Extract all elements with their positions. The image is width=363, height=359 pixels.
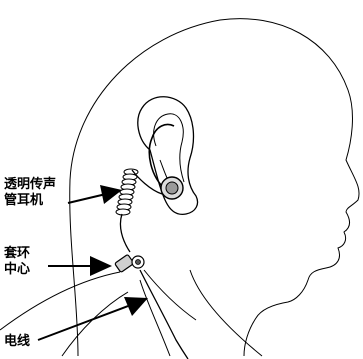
label-ring-center: 套环 中心 <box>4 246 30 278</box>
neck-front-line <box>190 270 262 356</box>
earbud-inner <box>166 182 178 194</box>
label-cable-line1: 电线 <box>4 334 30 350</box>
collar-line <box>0 272 120 330</box>
label-tube-line1: 透明传声 <box>4 177 56 193</box>
label-cable: 电线 <box>4 334 30 350</box>
arrow-cable <box>38 297 148 340</box>
cable <box>140 270 188 359</box>
shoulder-line <box>62 292 128 356</box>
head-outline <box>70 19 359 356</box>
label-ring-line2: 中心 <box>4 262 30 278</box>
arrow-tube <box>68 185 122 204</box>
arrow-ring <box>48 256 112 276</box>
label-ring-line1: 套环 <box>4 246 30 262</box>
label-tube-line2: 管耳机 <box>4 193 56 209</box>
tube-to-ring <box>120 214 130 252</box>
ring-center-clip <box>115 254 144 272</box>
label-clear-acoustic-tube: 透明传声 管耳机 <box>4 177 56 209</box>
